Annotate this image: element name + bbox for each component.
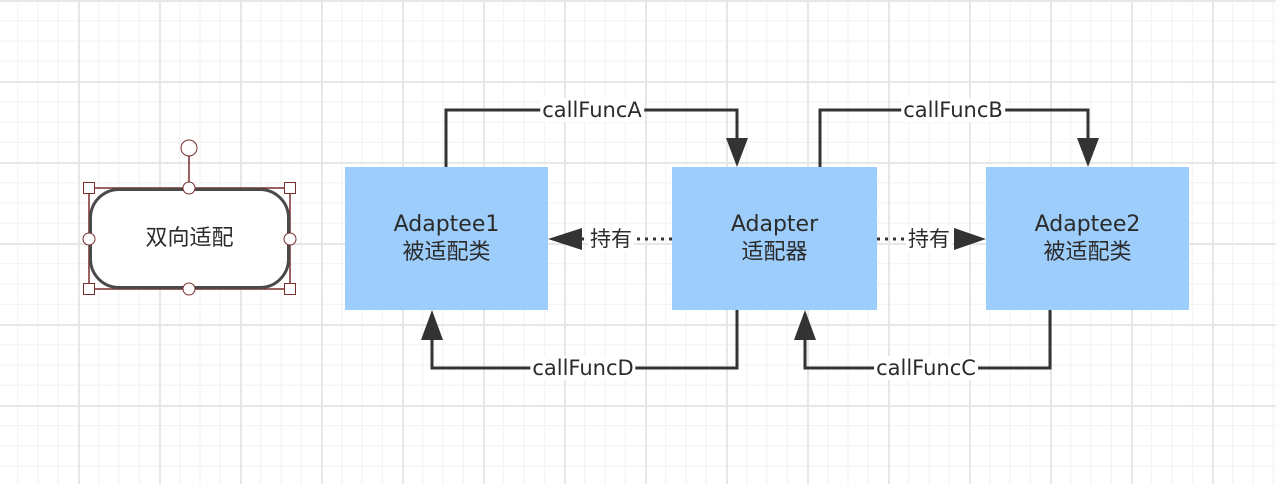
- edge-label-callfuncb: callFuncB: [901, 98, 1005, 122]
- legend-label: 双向适配: [145, 225, 234, 251]
- arrowhead-callfuncb: [1077, 138, 1099, 167]
- resize-handle-top-left[interactable]: [83, 182, 95, 194]
- connection-point-top[interactable]: [182, 181, 196, 195]
- node-adaptee2-name: Adaptee2: [1034, 211, 1141, 237]
- arrowhead-holds-left: [548, 228, 582, 250]
- connection-point-bottom[interactable]: [182, 282, 196, 296]
- resize-handle-bottom-right[interactable]: [284, 283, 296, 295]
- node-adaptee1[interactable]: Adaptee1 被适配类: [345, 167, 548, 310]
- node-adapter-role: 适配器: [741, 239, 808, 265]
- edge-label-callfuncc: callFuncC: [874, 356, 978, 380]
- resize-handle-bottom-left[interactable]: [83, 283, 95, 295]
- node-adapter[interactable]: Adapter 适配器: [672, 167, 877, 310]
- arrowhead-holds-right: [954, 228, 986, 250]
- resize-handle-top-right[interactable]: [284, 182, 296, 194]
- connection-point-right[interactable]: [283, 232, 297, 246]
- connection-point-left[interactable]: [82, 232, 96, 246]
- node-adapter-name: Adapter: [730, 211, 819, 237]
- arrowhead-callfuncc: [794, 310, 816, 340]
- node-adaptee1-name: Adaptee1: [393, 211, 500, 237]
- legend-shape[interactable]: 双向适配: [89, 188, 290, 289]
- edge-label-holds-left: 持有: [588, 227, 634, 251]
- edge-label-holds-right: 持有: [906, 227, 952, 251]
- arrowhead-callfunca: [726, 138, 748, 167]
- arrowhead-callfuncd: [421, 310, 443, 340]
- edge-label-callfunca: callFuncA: [540, 98, 644, 122]
- node-adaptee2-role: 被适配类: [1043, 239, 1132, 265]
- node-adaptee1-role: 被适配类: [402, 239, 491, 265]
- node-adaptee2[interactable]: Adaptee2 被适配类: [986, 167, 1189, 310]
- edge-label-callfuncd: callFuncD: [530, 356, 636, 380]
- rotation-handle[interactable]: [180, 139, 198, 157]
